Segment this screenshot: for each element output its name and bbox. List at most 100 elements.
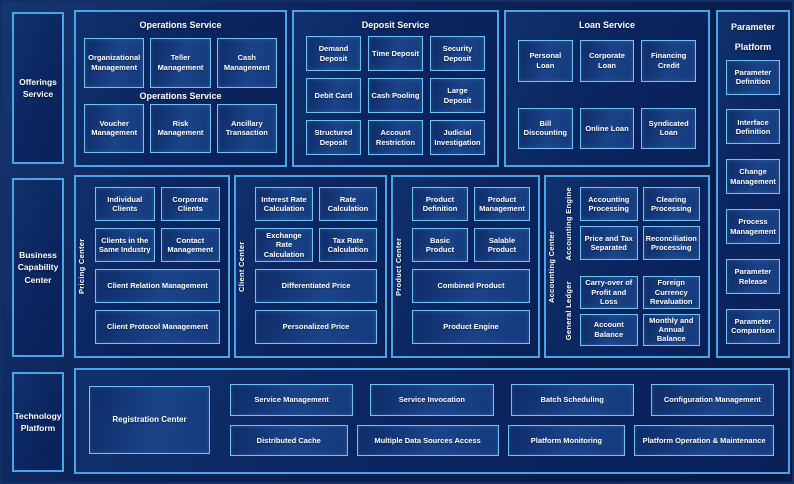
parameter-platform-list: Parameter Definition Interface Definitio… [718,58,788,356]
node-personal-loan: Personal Loan [518,40,573,82]
node-basic-product: Basic Product [412,228,468,262]
node-change-management: Change Management [726,159,780,195]
panel-client-center: Client Center Interest Rate Calculation … [234,175,387,358]
node-accounting-processing: Accounting Processing [580,187,638,222]
node-configuration-management: Configuration Management [650,384,774,416]
node-salable-product: Salable Product [474,228,530,262]
node-product-management: Product Management [474,187,530,221]
node-client-protocol-management: Client Protocol Management [95,310,220,344]
node-cash-pooling: Cash Pooling [368,78,423,113]
node-judicial-investigation: Judicial Investigation [430,120,485,155]
node-process-management: Process Management [726,209,780,245]
node-combined-product: Combined Product [412,269,530,303]
node-clearing-processing: Clearing Processing [642,187,700,222]
loan-service-grid: Personal Loan Corporate Loan Financing C… [506,30,708,165]
node-interface-definition: Interface Definition [726,109,780,145]
panel-deposit-service: Deposit Service Demand Deposit Time Depo… [292,10,499,167]
node-distributed-cache: Distributed Cache [230,424,348,456]
node-demand-deposit: Demand Deposit [306,36,361,71]
node-multiple-data-sources-access: Multiple Data Sources Access [356,424,499,456]
panel-parameter-platform: Parameter Platform Parameter Definition … [716,10,790,358]
pricing-center-grid: Individual Clients Corporate Clients Cli… [93,177,228,356]
accounting-engine-grid: Accounting Processing Clearing Processin… [580,187,700,261]
business-capability-center-label: Business Capability Center [12,178,64,357]
general-ledger-group: General Ledger Carry-over of Profit and … [563,276,700,346]
node-client-relation-management: Client Relation Management [95,269,220,303]
pricing-center-side-label: Pricing Center [77,238,86,295]
accounting-engine-side-label: Accounting Engine [564,187,573,261]
node-carry-over-profit-loss: Carry-over of Profit and Loss [580,276,638,309]
node-registration-center: Registration Center [89,386,210,454]
node-service-management: Service Management [230,384,354,416]
node-parameter-release: Parameter Release [726,259,780,295]
node-debit-card: Debit Card [306,78,361,113]
node-voucher-management: Voucher Management [84,103,145,153]
node-organizational-management: Organizational Management [84,38,145,88]
node-financing-credit: Financing Credit [641,40,696,82]
node-large-deposit: Large Deposit [430,78,485,113]
node-rate-calculation: Rate Calculation [319,187,377,221]
panel-technology-platform: Registration Center Service Management S… [74,368,790,474]
node-interest-rate-calculation: Interest Rate Calculation [255,187,313,221]
parameter-platform-title: Parameter Platform [730,22,776,52]
panel-operations-service: Operations Service Organizational Manage… [74,10,287,167]
node-foreign-currency-revaluation: Foreign Currency Revaluation [642,276,700,309]
operations-service-title: Operations Service [139,20,222,30]
technology-platform-label: Technology Platform [12,372,64,472]
client-center-grid: Interest Rate Calculation Rate Calculati… [253,177,385,356]
node-reconciliation-processing: Reconciliation Processing [642,226,700,261]
product-center-grid: Product Definition Product Management Ba… [410,177,538,356]
accounting-engine-group: Accounting Engine Accounting Processing … [563,187,700,261]
node-platform-operation-maintenance: Platform Operation & Maintenance [634,424,774,456]
panel-pricing-center: Pricing Center Individual Clients Corpor… [74,175,230,358]
node-time-deposit: Time Deposit [368,36,423,71]
node-security-deposit: Security Deposit [430,36,485,71]
technology-row-bottom: Distributed Cache Multiple Data Sources … [230,424,774,456]
deposit-service-grid: Demand Deposit Time Deposit Security Dep… [294,30,497,165]
node-structured-deposit: Structured Deposit [306,120,361,155]
product-center-side-label: Product Center [394,237,403,296]
loan-service-title: Loan Service [578,20,636,30]
general-ledger-side-label: General Ledger [564,281,573,341]
node-batch-scheduling: Batch Scheduling [510,384,634,416]
node-online-loan: Online Loan [579,107,635,149]
node-corporate-loan: Corporate Loan [579,40,635,82]
node-account-restriction: Account Restriction [368,120,423,155]
node-personalized-price: Personalized Price [255,310,377,344]
panel-product-center: Product Center Product Definition Produc… [391,175,540,358]
deposit-service-title: Deposit Service [361,20,430,30]
operations-service-grid: Organizational Management Teller Managem… [76,30,285,165]
node-parameter-definition: Parameter Definition [726,59,780,95]
panel-accounting-center: Accounting Center Accounting Engine Acco… [544,175,710,358]
node-clients-same-industry: Clients in the Same Industry [95,228,155,262]
node-cash-management: Cash Management [216,38,277,88]
offerings-service-label: Offerings Service [12,12,64,164]
node-teller-management: Teller Management [150,38,211,88]
node-risk-management: Risk Management [150,103,211,153]
node-price-and-tax-separated: Price and Tax Separated [580,226,638,261]
technology-platform-grid: Service Management Service Invocation Ba… [230,384,774,456]
panel-loan-service: Loan Service Personal Loan Corporate Loa… [504,10,710,167]
node-corporate-clients: Corporate Clients [160,187,220,221]
node-individual-clients: Individual Clients [95,187,155,221]
node-bill-discounting: Bill Discounting [518,107,573,149]
node-syndicated-loan: Syndicated Loan [641,107,696,149]
node-account-balance: Account Balance [580,313,638,346]
node-tax-rate-calculation: Tax Rate Calculation [319,228,377,262]
node-exchange-rate-calculation: Exchange Rate Calculation [255,228,313,262]
node-monthly-annual-balance: Monthly and Annual Balance [642,313,700,346]
accounting-center-groups: Accounting Engine Accounting Processing … [563,177,708,356]
operations-service-mid-label: Operations Service [139,90,222,101]
node-product-definition: Product Definition [412,187,468,221]
node-contact-management: Contact Management [160,228,220,262]
node-product-engine: Product Engine [412,310,530,344]
node-ancillary-transaction: Ancillary Transaction [216,103,277,153]
node-service-invocation: Service Invocation [370,384,494,416]
client-center-side-label: Client Center [237,241,246,292]
accounting-center-side-label: Accounting Center [547,230,556,303]
technology-row-top: Service Management Service Invocation Ba… [230,384,774,416]
general-ledger-grid: Carry-over of Profit and Loss Foreign Cu… [580,276,700,346]
node-differentiated-price: Differentiated Price [255,269,377,303]
node-parameter-comparison: Parameter Comparison [726,308,780,344]
